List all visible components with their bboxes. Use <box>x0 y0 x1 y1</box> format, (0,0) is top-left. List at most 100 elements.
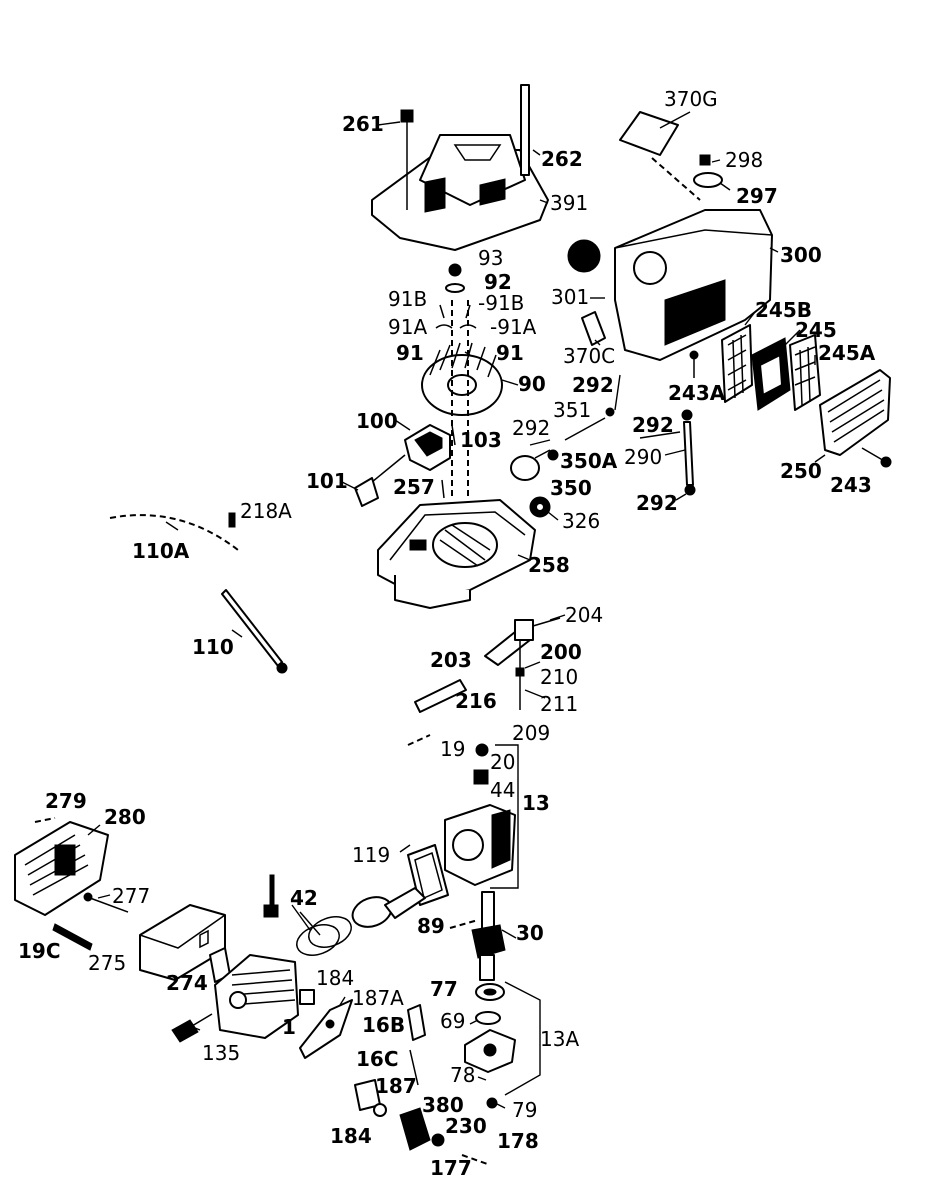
label-280: 280 <box>104 805 146 829</box>
label-350: 350 <box>550 476 592 500</box>
label-279: 279 <box>45 789 87 813</box>
label-245a: 245A <box>818 341 876 365</box>
label-204: 204 <box>565 603 603 627</box>
washer-92 <box>445 283 465 293</box>
shaft-211 <box>515 640 525 710</box>
label-292-c: 292 <box>632 413 674 437</box>
label-103: 103 <box>460 428 502 452</box>
label-245b: 245B <box>755 298 812 322</box>
stop-switch-380 <box>399 1107 445 1151</box>
label-79: 79 <box>512 1098 537 1122</box>
label-91b-b: -91B <box>478 291 524 315</box>
throttle-cable-110a <box>109 514 239 551</box>
bolts-pair <box>263 874 279 918</box>
leader-lines <box>87 111 826 1109</box>
flywheel-90 <box>421 342 503 416</box>
screw-243a <box>689 350 699 378</box>
label-292-b: 292 <box>512 416 550 440</box>
label-250: 250 <box>780 459 822 483</box>
cylinder-1 <box>214 954 299 1039</box>
label-110: 110 <box>192 635 234 659</box>
label-19: 19 <box>440 737 465 761</box>
label-13a: 13A <box>540 1027 579 1051</box>
label-245: 245 <box>795 318 837 342</box>
screw-218a <box>228 512 236 528</box>
label-101: 101 <box>306 469 348 493</box>
spring-16c <box>409 1049 419 1086</box>
nut-93 <box>448 263 462 277</box>
label-290: 290 <box>624 445 662 469</box>
part-labels: 261 262 391 370G 298 297 300 93 92 91B -… <box>18 87 876 1180</box>
label-187: 187 <box>375 1074 417 1098</box>
screw-279 <box>34 817 56 823</box>
air-filter-cover-250 <box>819 369 891 456</box>
nut-20 <box>475 743 489 757</box>
label-200: 200 <box>540 640 582 664</box>
label-78: 78 <box>450 1063 475 1087</box>
label-292-a: 292 <box>572 373 614 397</box>
label-326: 326 <box>562 509 600 533</box>
lever-16b <box>407 1004 426 1041</box>
label-42: 42 <box>290 886 318 910</box>
primer-350 <box>510 449 559 481</box>
label-44: 44 <box>490 778 515 802</box>
label-92: 92 <box>484 270 512 294</box>
crankcase-cover-13a <box>464 1029 516 1073</box>
label-13: 13 <box>522 791 550 815</box>
label-91b-a: 91B <box>388 287 427 311</box>
label-257: 257 <box>393 475 435 499</box>
bolt-261 <box>400 109 414 210</box>
label-262: 262 <box>541 147 583 171</box>
label-370g: 370G <box>664 87 718 111</box>
screw-19c <box>52 923 93 951</box>
label-275: 275 <box>88 951 126 975</box>
o-ring-69 <box>475 1011 501 1025</box>
air-cleaner-housing <box>614 154 773 361</box>
label-370c: 370C <box>563 344 615 368</box>
label-258: 258 <box>528 553 570 577</box>
label-277: 277 <box>112 884 150 908</box>
bearing-77 <box>475 983 505 1001</box>
screw-19 <box>407 734 431 746</box>
label-203: 203 <box>430 648 472 672</box>
label-177: 177 <box>430 1156 472 1180</box>
label-274: 274 <box>166 971 208 995</box>
nut-44 <box>473 769 489 785</box>
bushing-326 <box>529 496 551 518</box>
label-91a-b: -91A <box>490 315 537 339</box>
screw-243 <box>861 447 892 468</box>
screw-257 <box>441 479 445 499</box>
label-100: 100 <box>356 409 398 433</box>
crankshaft-30 <box>471 891 506 981</box>
spacer-184a <box>299 989 315 1005</box>
label-216: 216 <box>455 689 497 713</box>
label-135: 135 <box>202 1041 240 1065</box>
label-119: 119 <box>352 843 390 867</box>
label-90: 90 <box>518 372 546 396</box>
label-297: 297 <box>736 184 778 208</box>
filter-screen-245b <box>721 324 753 403</box>
label-230: 230 <box>445 1114 487 1138</box>
throttle-lever-200 <box>484 617 561 666</box>
label-16b: 16B <box>362 1013 405 1037</box>
label-30: 30 <box>516 921 544 945</box>
label-77: 77 <box>430 977 458 1001</box>
boot-101 <box>354 477 379 507</box>
throttle-cable-110 <box>221 589 288 674</box>
filter-element-245 <box>751 337 791 411</box>
label-16c: 16C <box>356 1047 399 1071</box>
heat-shield-280 <box>14 821 109 916</box>
fitting-351 <box>564 407 615 441</box>
label-19c: 19C <box>18 939 61 963</box>
piston <box>351 887 426 928</box>
label-261: 261 <box>342 112 384 136</box>
label-184-a: 184 <box>316 966 354 990</box>
gasket-370c <box>581 311 606 346</box>
label-209: 209 <box>512 721 550 745</box>
screw-277 <box>83 892 129 913</box>
bracket-187a <box>299 999 353 1059</box>
label-300: 300 <box>780 243 822 267</box>
label-298: 298 <box>725 148 763 172</box>
screw-177 <box>461 1154 491 1166</box>
